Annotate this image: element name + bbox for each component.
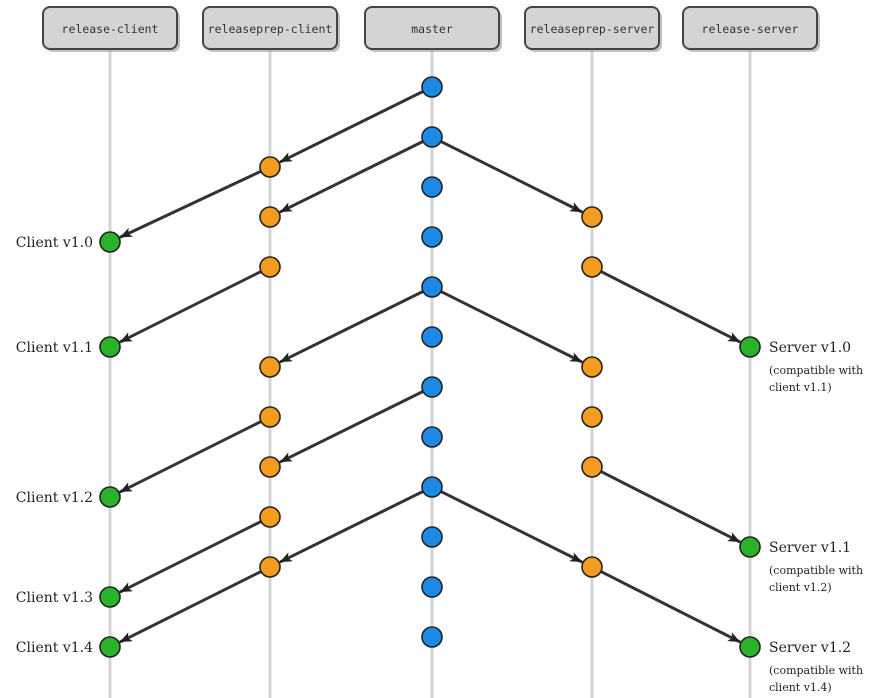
branch-header-releaseprep-client: releaseprep-client [202,6,340,52]
merge-arrow-ps5-to-rs2 [600,470,741,544]
branch-label: master [411,22,453,36]
merge-arrow-pc5-to-rc3 [119,420,262,494]
branch-label: releaseprep-server [530,22,655,36]
release-tag: Client v1.3 [16,590,93,606]
compatibility-note: client v1.4) [769,681,832,694]
merge-arrow-ps2-to-rs1 [600,270,741,344]
compatibility-note: (compatible with [769,564,863,577]
merge-arrow-m5-to-pc4 [279,290,424,364]
merge-arrow-pc8-to-rc5 [119,570,262,644]
commit-m6 [421,326,443,348]
branch-label: release-server [702,22,799,36]
merge-arrow-pc3-to-rc2 [119,270,262,344]
commit-rc1 [99,231,121,253]
merge-arrows [119,90,741,644]
merge-arrow-pc7-to-rc4 [119,520,262,594]
commit-ps4 [581,406,603,428]
compatibility-note: client v1.1) [769,381,832,394]
commit-ps5 [581,456,603,478]
commit-m3 [421,176,443,198]
commit-pc6 [259,456,281,478]
branch-label: releaseprep-client [208,22,333,36]
commit-m2 [421,126,443,148]
release-tag: Client v1.0 [16,235,93,251]
merge-arrow-m9-to-pc8 [279,490,424,564]
merge-arrow-m7-to-pc6 [279,390,424,464]
branch-header-releaseprep-server: releaseprep-server [524,6,662,52]
commit-ps3 [581,356,603,378]
commit-m7 [421,376,443,398]
compatibility-note: client v1.2) [769,581,832,594]
branch-headers: release-client releaseprep-client master re… [42,6,820,52]
branch-label: release-client [62,22,159,36]
commit-m5 [421,276,443,298]
commit-rs3 [739,636,761,658]
compatibility-note: (compatible with [769,664,863,677]
commit-m9 [421,476,443,498]
release-tag: Client v1.4 [16,640,93,656]
commit-ps6 [581,556,603,578]
commit-rc5 [99,636,121,658]
commit-pc1 [259,156,281,178]
compatibility-note: (compatible with [769,364,863,377]
commit-nodes [99,76,761,658]
merge-arrow-m9-to-ps6 [440,490,583,564]
commit-rc2 [99,336,121,358]
commit-m1 [421,76,443,98]
branch-header-master: master [364,6,502,52]
commit-m11 [421,576,443,598]
commit-ps2 [581,256,603,278]
release-tag: Client v1.2 [16,490,93,506]
commit-pc8 [259,556,281,578]
commit-pc7 [259,506,281,528]
merge-arrow-m5-to-ps3 [440,290,583,364]
commit-ps1 [581,206,603,228]
commit-rs2 [739,536,761,558]
commit-m12 [421,626,443,648]
release-tag: Client v1.1 [16,340,93,356]
branch-header-release-client: release-client [42,6,180,52]
commit-m4 [421,226,443,248]
merge-arrow-pc1-to-rc1 [119,170,262,239]
commit-m10 [421,526,443,548]
release-tag: Server v1.2 [769,640,851,656]
commit-rs1 [739,336,761,358]
merge-arrow-m2-to-pc2 [279,140,424,214]
commit-pc3 [259,256,281,278]
release-tag: Server v1.0 [769,340,851,356]
merge-arrow-ps6-to-rs3 [600,570,741,644]
merge-arrow-m1-to-pc1 [279,90,424,164]
branch-header-release-server: release-server [682,6,820,52]
merge-arrow-m2-to-ps1 [440,140,583,214]
commit-pc5 [259,406,281,428]
release-tag: Server v1.1 [769,540,851,556]
commit-pc2 [259,206,281,228]
commit-pc4 [259,356,281,378]
commit-m8 [421,426,443,448]
commit-rc3 [99,486,121,508]
commit-rc4 [99,586,121,608]
